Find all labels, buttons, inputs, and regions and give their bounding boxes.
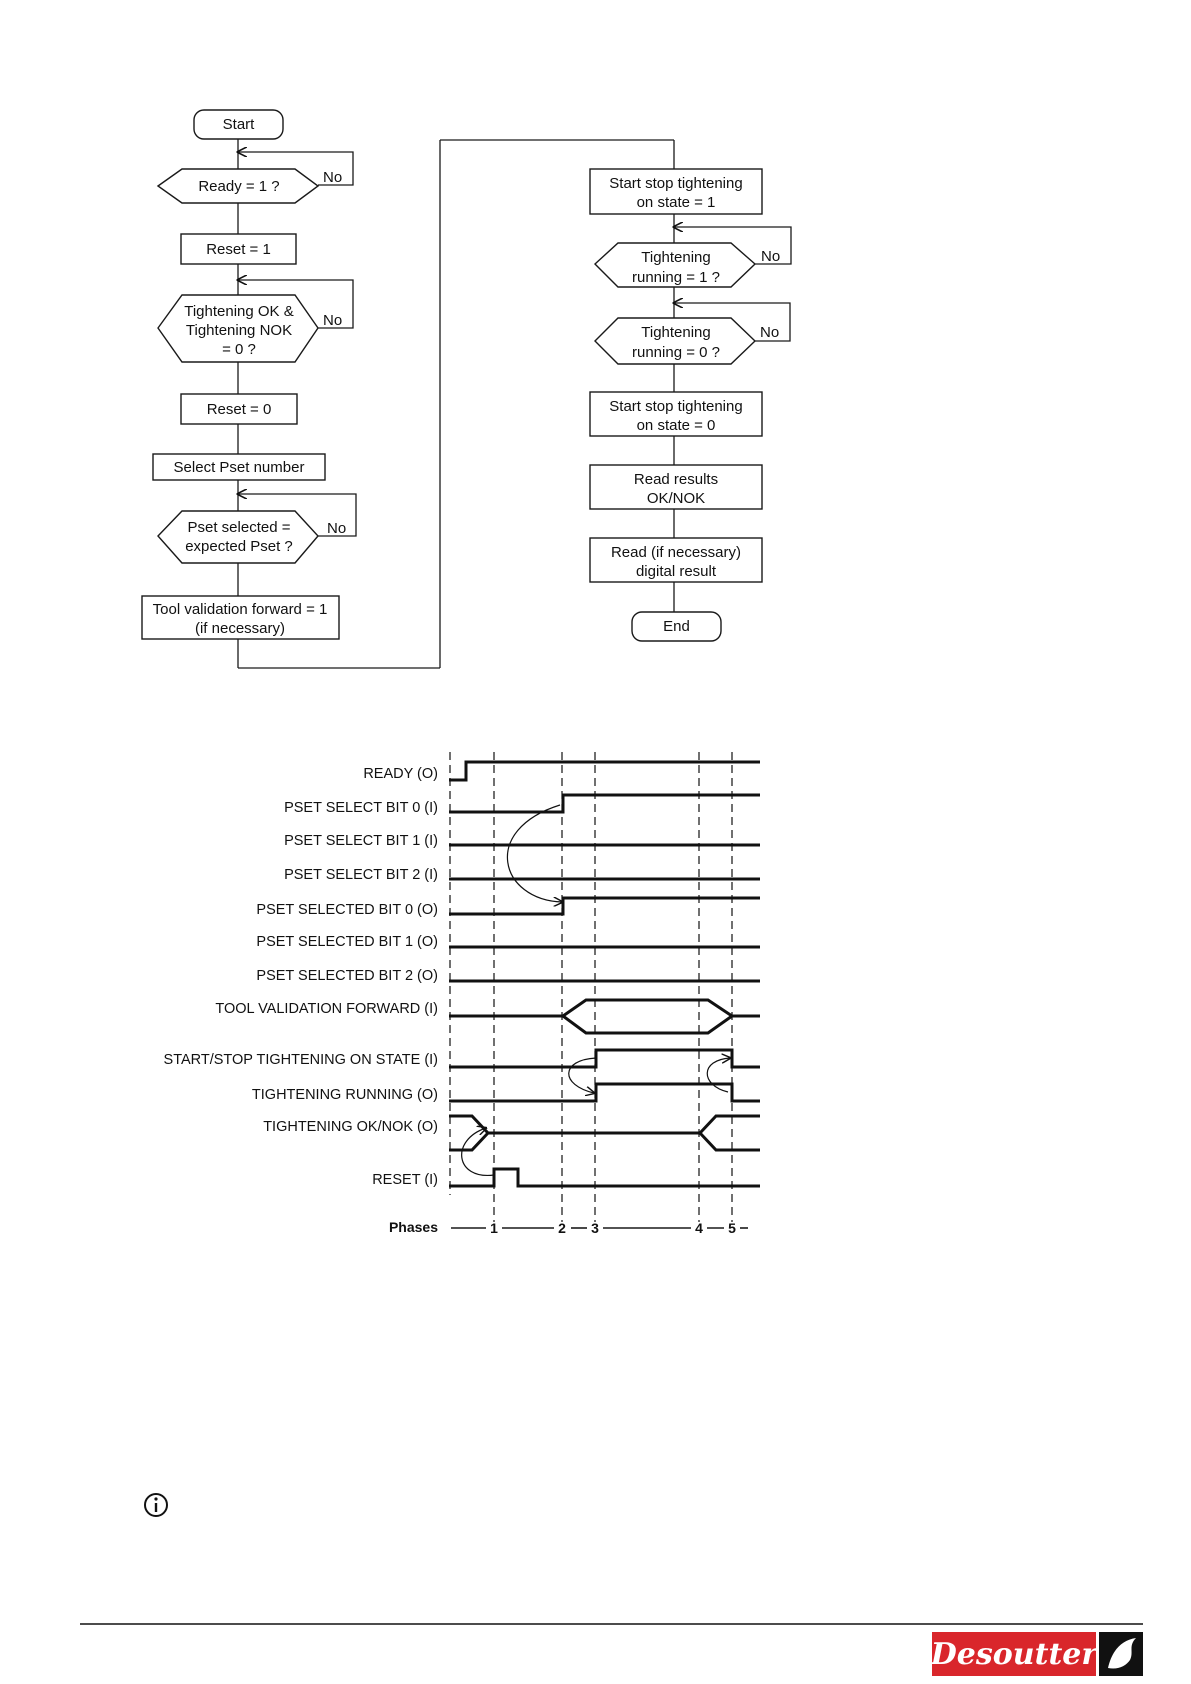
select-pset-label: Select Pset number [174, 459, 305, 476]
startstop1-line2: on state = 1 [637, 194, 716, 211]
pset-decision-line2: expected Pset ? [185, 538, 293, 555]
running1-line2: running = 1 ? [632, 269, 720, 286]
startstop0-process [589, 391, 763, 437]
tightening-no-label: No [323, 312, 342, 329]
wave-reset [449, 1167, 760, 1188]
arc-select-to-selected [506, 804, 562, 902]
running1-no-label: No [761, 248, 780, 265]
signal-label-pset-selected-1: PSET SELECTED BIT 1 (O) [256, 934, 438, 950]
phase-4: 4 [695, 1220, 703, 1236]
signal-label-ready: READY (O) [363, 766, 438, 782]
arc-running-to-startstop [706, 1058, 730, 1093]
wave-pset-select-0 [449, 793, 760, 814]
flowchart: Start Ready = 1 ? No Reset = 1 Tightenin… [141, 109, 792, 669]
phase-5: 5 [728, 1220, 736, 1236]
end-label: End [663, 618, 690, 635]
arc-reset-to-ok-nok [461, 1128, 495, 1176]
signal-label-reset: RESET (I) [372, 1172, 438, 1188]
startstop0-line2: on state = 0 [637, 417, 716, 434]
wave-startstop [449, 1048, 760, 1069]
signal-label-pset-select-1: PSET SELECT BIT 1 (I) [284, 833, 438, 849]
info-icon [144, 1493, 168, 1517]
pset-decision [157, 510, 319, 564]
tightening-decision-line1: Tightening OK & [184, 303, 294, 320]
pset-no-label: No [327, 520, 346, 537]
timing-diagram: READY (O) PSET SELECT BIT 0 (I) PSET SEL… [164, 752, 760, 1236]
startstop1-process [589, 168, 763, 215]
ready-no-label: No [323, 169, 342, 186]
tightening-decision-line3: = 0 ? [222, 341, 256, 358]
read-digital-process [589, 537, 763, 583]
pset-decision-line1: Pset selected = [188, 519, 291, 536]
logo-wordmark: Desoutter [930, 1637, 1100, 1672]
phase-1: 1 [490, 1220, 498, 1236]
reset0-process [180, 393, 298, 425]
read-results-process [589, 464, 763, 510]
phase-3: 3 [591, 1220, 599, 1236]
phase-2: 2 [558, 1220, 566, 1236]
signal-label-ok-nok: TIGHTENING OK/NOK (O) [263, 1119, 438, 1135]
desoutter-logo: Desoutter [930, 1632, 1143, 1676]
read-digital-line1: Read (if necessary) [611, 544, 741, 561]
wave-ready [449, 760, 760, 782]
tool-validation-process [141, 595, 340, 640]
tool-validation-line1: Tool validation forward = 1 [153, 601, 328, 618]
reset0-label: Reset = 0 [207, 401, 272, 418]
tightening-decision-line2: Tightening NOK [186, 322, 292, 339]
ready-decision-label: Ready = 1 ? [198, 178, 279, 195]
wave-pset-selected-0 [449, 896, 760, 916]
phases-label: Phases [389, 1219, 438, 1235]
wave-ok-nok-b [449, 1131, 760, 1152]
end-terminal [631, 611, 722, 642]
running0-decision [594, 317, 757, 365]
signal-label-pset-selected-2: PSET SELECTED BIT 2 (O) [256, 968, 438, 984]
running1-decision [593, 242, 757, 288]
start-label: Start [223, 116, 256, 133]
signal-label-tool-validation: TOOL VALIDATION FORWARD (I) [215, 1001, 438, 1017]
wave-tool-validation-a [449, 998, 760, 1018]
signal-label-startstop: START/STOP TIGHTENING ON STATE (I) [164, 1052, 438, 1068]
startstop1-line1: Start stop tightening [609, 175, 742, 192]
reset1-process [180, 233, 297, 265]
arc-startstop-to-running [568, 1057, 596, 1093]
signal-label-running: TIGHTENING RUNNING (O) [252, 1087, 438, 1103]
read-results-line2: OK/NOK [647, 490, 705, 507]
start-terminal [193, 109, 284, 140]
tightening-decision [157, 294, 319, 363]
wave-ok-nok-a [449, 1114, 760, 1135]
running0-line2: running = 0 ? [632, 344, 720, 361]
tool-validation-line2: (if necessary) [195, 620, 285, 637]
startstop0-line1: Start stop tightening [609, 398, 742, 415]
read-results-line1: Read results [634, 471, 718, 488]
read-digital-line2: digital result [636, 563, 717, 580]
running0-no-label: No [760, 324, 779, 341]
ready-decision [156, 168, 320, 204]
select-pset-process [152, 453, 326, 481]
signal-label-pset-selected-0: PSET SELECTED BIT 0 (O) [256, 902, 438, 918]
wave-running [449, 1082, 760, 1103]
running0-line1: Tightening [641, 324, 711, 341]
signal-label-pset-select-2: PSET SELECT BIT 2 (I) [284, 867, 438, 883]
running1-line1: Tightening [641, 249, 711, 266]
reset1-label: Reset = 1 [206, 241, 271, 258]
wave-tool-validation-b [562, 1014, 733, 1035]
signal-label-pset-select-0: PSET SELECT BIT 0 (I) [284, 800, 438, 816]
logo-emblem [1108, 1638, 1136, 1669]
